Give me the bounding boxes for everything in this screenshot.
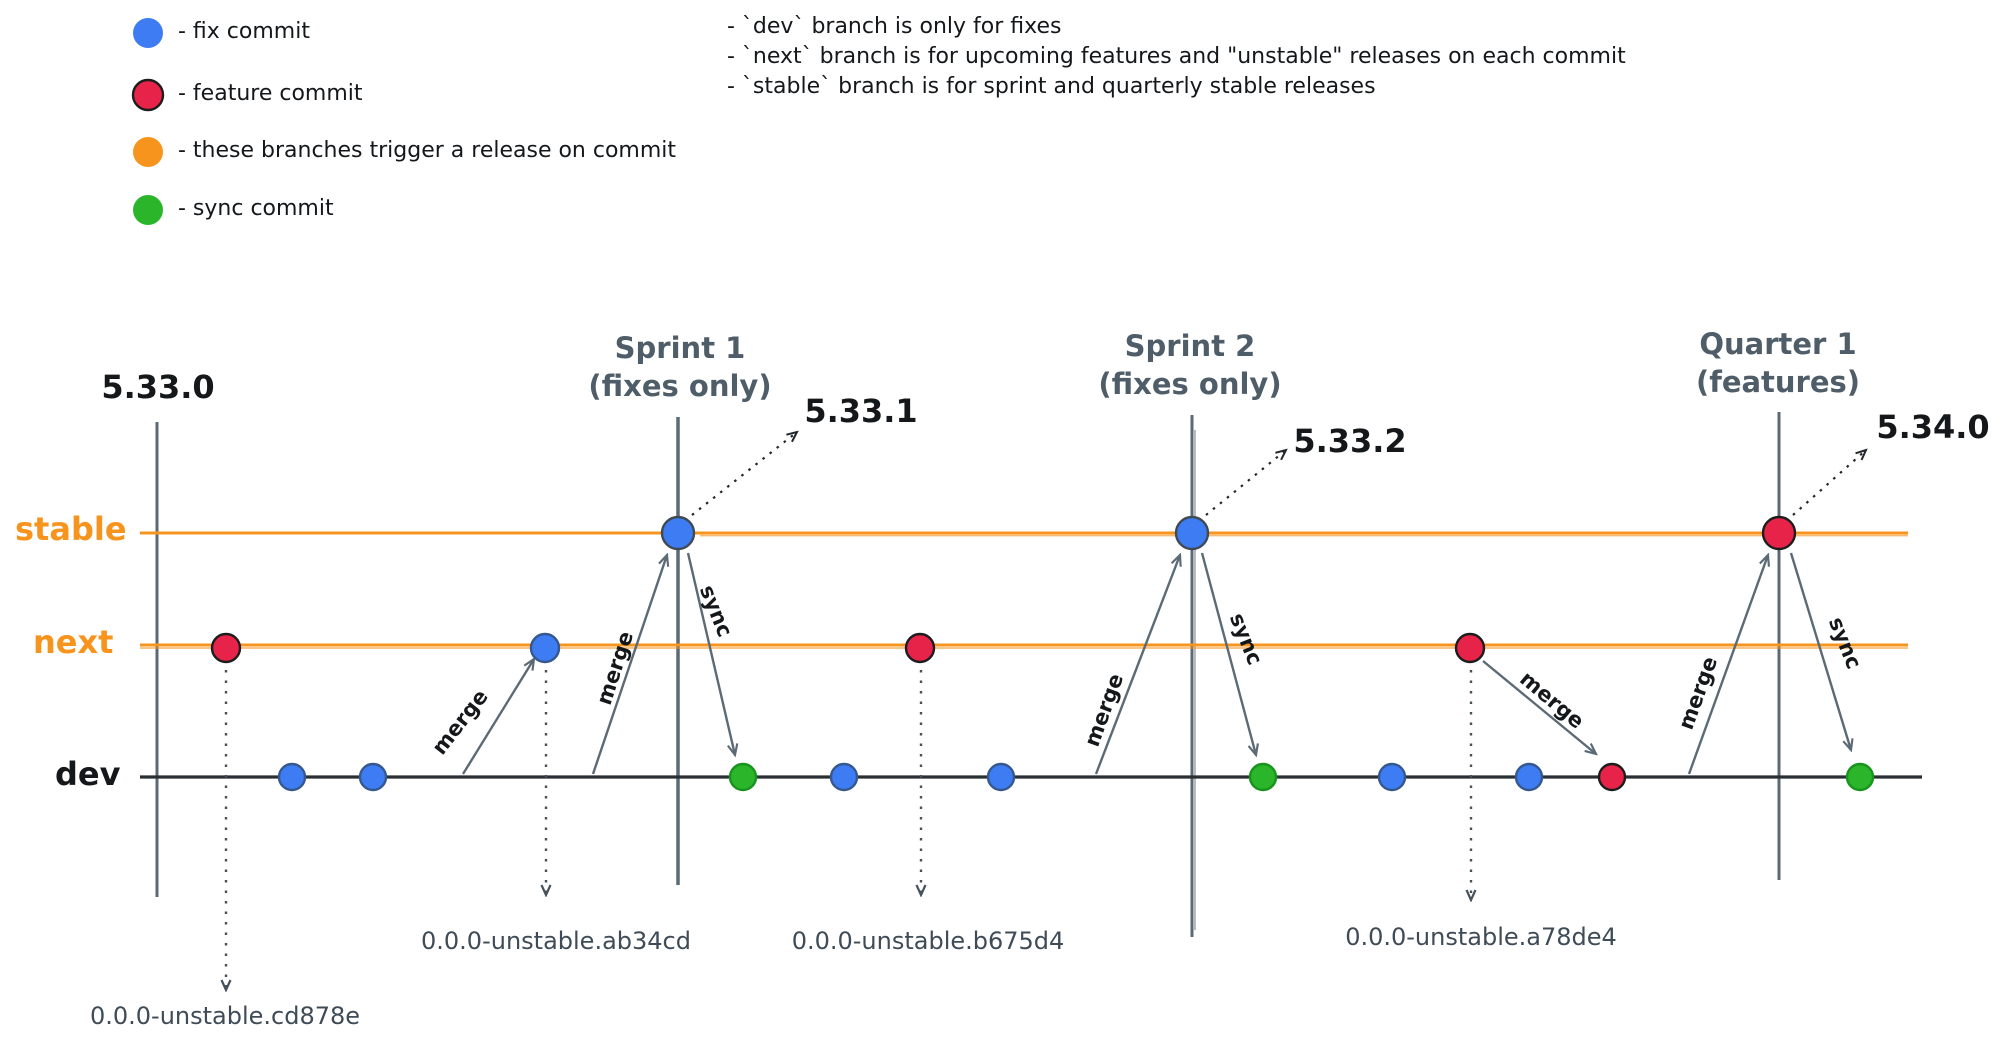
commit-dot-fix (660, 515, 696, 551)
unstable-label-a78de4: 0.0.0-unstable.a78de4 (1345, 923, 1617, 951)
sync-arrow-quarter1 (1789, 552, 1851, 750)
milestone-quarter1-title: Quarter 1 (1699, 327, 1857, 361)
commit-dot-fix (358, 762, 388, 792)
commit-dot-sync (728, 762, 758, 792)
legend-dot-release_branch (133, 137, 163, 167)
branch-label-dev: dev (55, 755, 121, 793)
milestone-sprint1-title: Sprint 1 (614, 331, 746, 365)
commit-dot-feature (1761, 515, 1797, 551)
commit-dot-fix (277, 762, 307, 792)
note-stable-branch: - `stable` branch is for sprint and quar… (727, 74, 1376, 99)
sync-arrow-sprint2 (1200, 552, 1256, 755)
legend-item-release-branch: - these branches trigger a release on co… (178, 138, 677, 163)
release-arrow-5340 (1792, 450, 1866, 516)
commit-dot-fix (1377, 762, 1407, 792)
legend-dot-sync (133, 195, 163, 225)
commit-dot-feature (1597, 762, 1627, 792)
milestone-quarter1: Quarter 1 (features) (1696, 326, 1860, 401)
commit-dot-fix (829, 762, 859, 792)
unstable-label-b675d4: 0.0.0-unstable.b675d4 (791, 927, 1065, 955)
version-label-5340: 5.34.0 (1876, 408, 1990, 446)
merge-arrow-dev-to-sprint2 (1094, 555, 1180, 775)
note-next-branch: - `next` branch is for upcoming features… (727, 44, 1626, 69)
release-arrow-5332 (1205, 450, 1286, 516)
unstable-label-ab34cd: 0.0.0-unstable.ab34cd (421, 927, 691, 955)
version-label-5330: 5.33.0 (101, 368, 215, 406)
milestone-sprint2-subtitle: (fixes only) (1098, 366, 1282, 401)
merge-arrow-dev-to-sprint1 (591, 555, 667, 775)
legend-item-sync-commit: - sync commit (178, 196, 334, 221)
merge-arrow-dev-to-next-1 (461, 659, 534, 775)
commit-dot-feature (1454, 632, 1486, 664)
version-label-5331: 5.33.1 (804, 392, 918, 430)
legend-dots-layer (131, 18, 165, 225)
legend-item-fix-commit: - fix commit (178, 19, 310, 44)
note-dev-branch: - `dev` branch is only for fixes (727, 14, 1062, 39)
milestone-sprint2-title: Sprint 2 (1124, 329, 1256, 363)
release-arrow-5331 (691, 432, 797, 516)
version-label-5332: 5.33.2 (1293, 422, 1407, 460)
unstable-label-cd878e: 0.0.0-unstable.cd878e (89, 1002, 361, 1030)
milestone-sprint1: Sprint 1 (fixes only) (588, 330, 771, 405)
merge-arrow-next-to-dev (1482, 660, 1596, 754)
branch-label-next: next (33, 623, 114, 661)
sync-arrow-sprint1 (686, 552, 735, 755)
branch-label-stable: stable (15, 510, 127, 548)
commit-dot-fix (1174, 515, 1210, 551)
commit-dots-layer (210, 515, 1875, 792)
legend-item-feature-commit: - feature commit (178, 81, 363, 106)
commit-dot-feature (904, 632, 936, 664)
commit-dot-sync (1248, 762, 1278, 792)
milestone-sprint1-subtitle: (fixes only) (588, 368, 772, 403)
legend-dot-fix (133, 18, 163, 48)
legend-dot-feature (131, 78, 165, 112)
commit-dot-feature (210, 632, 242, 664)
commit-dot-fix (986, 762, 1016, 792)
milestone-quarter1-subtitle: (features) (1695, 364, 1861, 399)
milestone-sprint2: Sprint 2 (fixes only) (1098, 328, 1281, 403)
commit-dot-fix (529, 632, 561, 664)
merge-arrow-dev-to-quarter1 (1687, 555, 1768, 775)
commit-dot-sync (1845, 762, 1875, 792)
commit-dot-fix (1514, 762, 1544, 792)
